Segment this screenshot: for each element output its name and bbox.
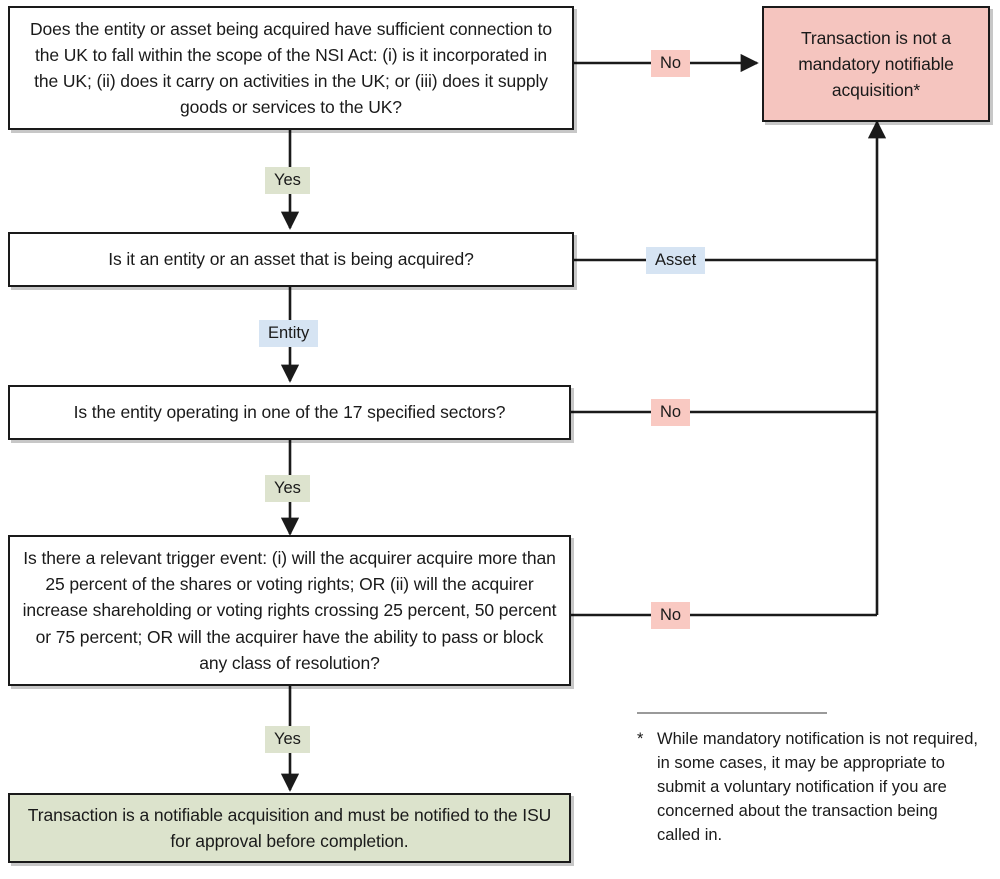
edge-label-trigger-no: No	[651, 602, 691, 629]
edge-label-asset: Asset	[646, 247, 706, 274]
decision-specified-sector-text: Is the entity operating in one of the 17…	[73, 402, 506, 423]
decision-trigger-event[interactable]: Is there a relevant trigger event: (i) w…	[8, 535, 571, 686]
edge-label-trigger-yes-text: Yes	[274, 730, 301, 749]
outcome-notifiable-text: Transaction is a notifiable acquisition …	[27, 804, 552, 851]
footnote-row: * While mandatory notification is not re…	[637, 728, 982, 848]
footnote-marker: *	[637, 730, 644, 748]
edge-label-sector-no: No	[651, 399, 691, 426]
edge-label-entity-text: Entity	[268, 324, 310, 343]
footnote-text: While mandatory notification is not requ…	[657, 730, 978, 844]
decision-trigger-event-text: Is there a relevant trigger event: (i) w…	[22, 547, 557, 673]
edge-label-sector-no-text: No	[660, 403, 682, 422]
edge-label-uk-no: No	[651, 50, 691, 77]
outcome-notifiable[interactable]: Transaction is a notifiable acquisition …	[8, 793, 571, 863]
edge-label-uk-yes-text: Yes	[274, 171, 301, 190]
outcome-not-notifiable[interactable]: Transaction is not a mandatory notifiabl…	[762, 6, 990, 122]
edge-label-uk-yes: Yes	[265, 167, 310, 194]
decision-specified-sector[interactable]: Is the entity operating in one of the 17…	[8, 385, 571, 440]
decision-entity-or-asset[interactable]: Is it an entity or an asset that is bein…	[8, 232, 574, 287]
decision-entity-or-asset-text: Is it an entity or an asset that is bein…	[108, 249, 474, 270]
edge-label-trigger-no-text: No	[660, 606, 682, 625]
edge-label-trigger-yes: Yes	[265, 726, 310, 753]
footnote: * While mandatory notification is not re…	[637, 712, 982, 848]
decision-uk-nexus[interactable]: Does the entity or asset being acquired …	[8, 6, 574, 130]
decision-uk-nexus-text: Does the entity or asset being acquired …	[30, 18, 552, 118]
edge-label-entity: Entity	[259, 320, 319, 347]
footnote-divider	[637, 712, 827, 714]
edge-label-sector-yes-text: Yes	[274, 479, 301, 498]
edge-label-sector-yes: Yes	[265, 475, 310, 502]
outcome-not-notifiable-text: Transaction is not a mandatory notifiabl…	[798, 27, 954, 101]
edge-label-asset-text: Asset	[655, 251, 697, 270]
edge-label-uk-no-text: No	[660, 54, 682, 73]
